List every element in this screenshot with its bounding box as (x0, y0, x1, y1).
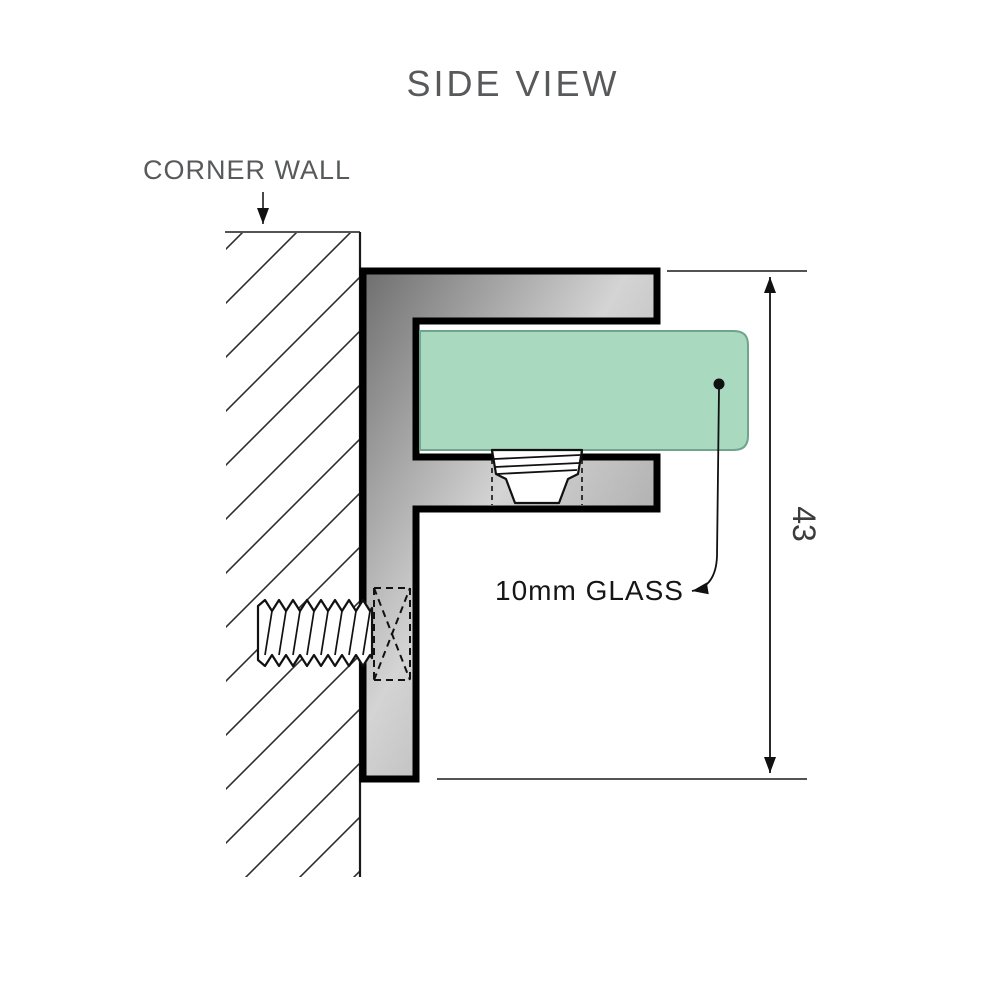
glass-callout-dot (713, 378, 725, 390)
wall-hatching (226, 233, 359, 877)
screw-head-hidden (373, 587, 411, 681)
wall (225, 231, 362, 877)
glass-callout: 10mm GLASS (495, 378, 725, 606)
glass-panel (419, 330, 749, 451)
corner-wall-label: CORNER WALL (143, 155, 351, 185)
corner-wall-callout: CORNER WALL (143, 155, 351, 224)
grub-screw-thread-line (496, 469, 578, 475)
screw-thread-lines (264, 610, 371, 656)
wall-bracket-profile (359, 267, 661, 783)
glass-callout-leader (691, 388, 720, 595)
dimension-43: 43 (437, 270, 822, 780)
grub-screw (490, 448, 584, 505)
glass-label: 10mm GLASS (495, 575, 684, 606)
grub-screw-thread-line (494, 462, 580, 468)
diagram-title: SIDE VIEW (406, 63, 619, 104)
mounting-screw (256, 587, 411, 681)
grub-screw-thread-line (493, 454, 581, 460)
dimension-value: 43 (786, 506, 822, 542)
screw-thread-shaft (256, 598, 374, 668)
